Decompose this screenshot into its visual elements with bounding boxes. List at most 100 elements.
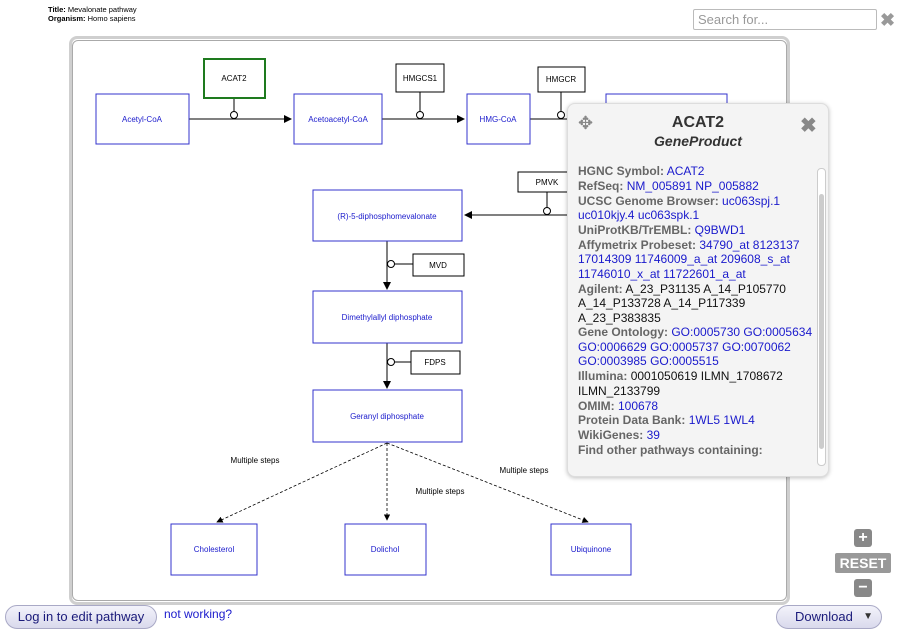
xref-row: RefSeq: NM_005891 NP_005882 — [578, 179, 816, 193]
popup-xref-list[interactable]: HGNC Symbol: ACAT2 RefSeq: NM_005891 NP_… — [578, 164, 816, 468]
xref-link[interactable]: 8123137 — [752, 238, 800, 253]
move-icon[interactable]: ✥ — [578, 113, 594, 133]
xref-value: A_14_P105770 — [703, 281, 786, 296]
xref-row: HGNC Symbol: ACAT2 — [578, 164, 816, 178]
xref-key: Find other pathways containing: — [578, 443, 763, 458]
xref-value: 0001050619 — [630, 369, 698, 384]
metabolite-dolichol[interactable]: Dolichol — [371, 545, 400, 554]
popup-subtitle: GeneProduct — [654, 133, 742, 149]
xref-link[interactable]: GO:0006629 — [578, 339, 647, 354]
xref-link[interactable]: ACAT2 — [666, 164, 705, 178]
popup-title: ACAT2 — [671, 114, 725, 131]
enzyme-mvd[interactable]: MVD — [429, 261, 447, 270]
xref-row: Affymetrix Probeset: 34790_at 8123137 17… — [578, 238, 816, 281]
label-multiple-steps-middle: Multiple steps — [416, 487, 465, 496]
metabolite-acetyl-coa[interactable]: Acetyl-CoA — [122, 115, 163, 124]
xref-key: Illumina: — [578, 369, 628, 384]
xref-key: Affymetrix Probeset: — [578, 238, 697, 253]
title-line: Title: Mevalonate pathway — [48, 5, 137, 14]
xref-link[interactable]: GO:0005515 — [650, 354, 719, 369]
enzyme-acat2-highlight[interactable] — [203, 58, 266, 99]
pathway-title: Mevalonate pathway — [67, 5, 137, 14]
metabolite-cholesterol[interactable]: Cholesterol — [194, 545, 235, 554]
xref-link[interactable]: NM_005891 — [626, 178, 693, 193]
enzyme-hmgcr[interactable]: HMGCR — [546, 75, 576, 84]
zoom-in-button[interactable]: + — [854, 529, 872, 547]
xref-value: ILMN_2133799 — [578, 383, 661, 398]
organism-line: Organism: Homo sapiens — [48, 14, 137, 23]
xref-link[interactable]: 39 — [646, 428, 660, 443]
xref-row: WikiGenes: 39 — [578, 428, 816, 442]
xref-row: Gene Ontology: GO:0005730 GO:0005634 GO:… — [578, 325, 816, 368]
xref-link[interactable]: NP_005882 — [695, 178, 759, 193]
gene-info-popup[interactable]: ✥ ACAT2 GeneProduct ✖ HGNC Symbol: ACAT2… — [567, 103, 829, 477]
xref-key: HGNC Symbol: — [578, 164, 665, 178]
xref-key: Protein Data Bank: — [578, 413, 686, 428]
popup-scroll-thumb[interactable] — [819, 194, 824, 449]
xref-link[interactable]: 34790_at — [699, 238, 750, 253]
xref-key: OMIM: — [578, 398, 615, 413]
xref-link[interactable]: 11722601_a_at — [663, 266, 746, 281]
label-multiple-steps-right: Multiple steps — [500, 466, 549, 475]
download-label: Download — [795, 609, 853, 624]
clear-search-icon[interactable]: ✖ — [880, 10, 896, 30]
close-icon[interactable]: ✖ — [800, 115, 817, 137]
xref-link[interactable]: GO:0005730 — [671, 325, 741, 340]
xref-key: UniProtKB/TrEMBL: — [578, 223, 692, 238]
xref-link[interactable]: 11746010_x_at — [578, 266, 660, 281]
reset-button[interactable]: RESET — [835, 553, 891, 573]
xref-link[interactable]: GO:0003985 — [578, 354, 647, 369]
enzyme-hmgcs1[interactable]: HMGCS1 — [403, 74, 438, 83]
xref-row: UniProtKB/TrEMBL: Q9BWD1 — [578, 223, 816, 237]
metabolite-hmg-coa[interactable]: HMG-CoA — [480, 115, 518, 124]
not-working-link[interactable]: not working? — [164, 607, 233, 621]
xref-link[interactable]: uc063spk.1 — [637, 208, 700, 223]
xref-key: Gene Ontology: — [578, 325, 668, 340]
enzyme-pmvk[interactable]: PMVK — [536, 178, 559, 187]
metabolite-geranyl-diphosphate[interactable]: Geranyl diphosphate — [350, 412, 424, 421]
xref-row: Protein Data Bank: 1WL5 1WL4 — [578, 413, 816, 427]
xref-link[interactable]: 11746009_a_at — [634, 252, 718, 267]
xref-row: Illumina: 0001050619 ILMN_1708672 ILMN_2… — [578, 369, 816, 398]
xref-link[interactable]: GO:0005634 — [743, 325, 813, 340]
login-button[interactable]: Log in to edit pathway — [5, 605, 157, 629]
search-input[interactable]: Search for... — [693, 9, 877, 30]
enzyme-fdps[interactable]: FDPS — [424, 358, 445, 367]
xref-key: WikiGenes: — [578, 428, 644, 443]
metabolite-dimethylallyl-diphosphate[interactable]: Dimethylallyl diphosphate — [342, 313, 433, 322]
xref-value: A_14_P133728 — [578, 296, 661, 311]
xref-value: A_23_P31135 — [625, 281, 701, 296]
xref-link[interactable]: 1WL5 — [688, 413, 721, 428]
xref-key: RefSeq: — [578, 178, 624, 193]
xref-link[interactable]: 100678 — [618, 398, 659, 413]
xref-row: Find other pathways containing: — [578, 443, 816, 457]
xref-value: A_14_P117339 — [663, 296, 746, 311]
popup-scrollbar[interactable] — [817, 168, 826, 466]
chevron-down-icon: ▼ — [863, 611, 873, 622]
xref-link[interactable]: Q9BWD1 — [694, 223, 746, 238]
xref-link[interactable]: 1WL4 — [723, 413, 755, 428]
download-button[interactable]: Download ▼ — [776, 605, 882, 629]
xref-value: A_23_P383835 — [578, 310, 661, 325]
xref-row: OMIM: 100678 — [578, 399, 816, 413]
xref-link[interactable]: GO:0005737 — [650, 339, 719, 354]
xref-link[interactable]: uc010kjy.4 — [578, 208, 635, 223]
metabolite-diphosphomevalonate[interactable]: (R)-5-diphosphomevalonate — [337, 212, 437, 221]
xref-link[interactable]: GO:0070062 — [722, 339, 791, 354]
pathway-meta: Title: Mevalonate pathway Organism: Homo… — [48, 5, 137, 23]
xref-link[interactable]: uc063spj.1 — [722, 193, 781, 208]
xref-link[interactable]: 17014309 — [578, 252, 632, 267]
zoom-out-button[interactable]: − — [854, 579, 872, 597]
xref-link[interactable]: 209608_s_at — [720, 252, 791, 267]
metabolite-ubiquinone[interactable]: Ubiquinone — [571, 545, 612, 554]
xref-key: Agilent: — [578, 281, 623, 296]
xref-row: Agilent: A_23_P31135 A_14_P105770 A_14_P… — [578, 282, 816, 325]
label-multiple-steps-left: Multiple steps — [231, 456, 280, 465]
enzyme-acat2[interactable]: ACAT2 — [221, 74, 247, 83]
metabolite-acetoacetyl-coa[interactable]: Acetoacetyl-CoA — [308, 115, 368, 124]
xref-row: UCSC Genome Browser: uc063spj.1 uc010kjy… — [578, 194, 816, 223]
title-label: Title: — [48, 5, 66, 14]
xref-value: ILMN_1708672 — [700, 369, 783, 384]
xref-key: UCSC Genome Browser: — [578, 193, 719, 208]
